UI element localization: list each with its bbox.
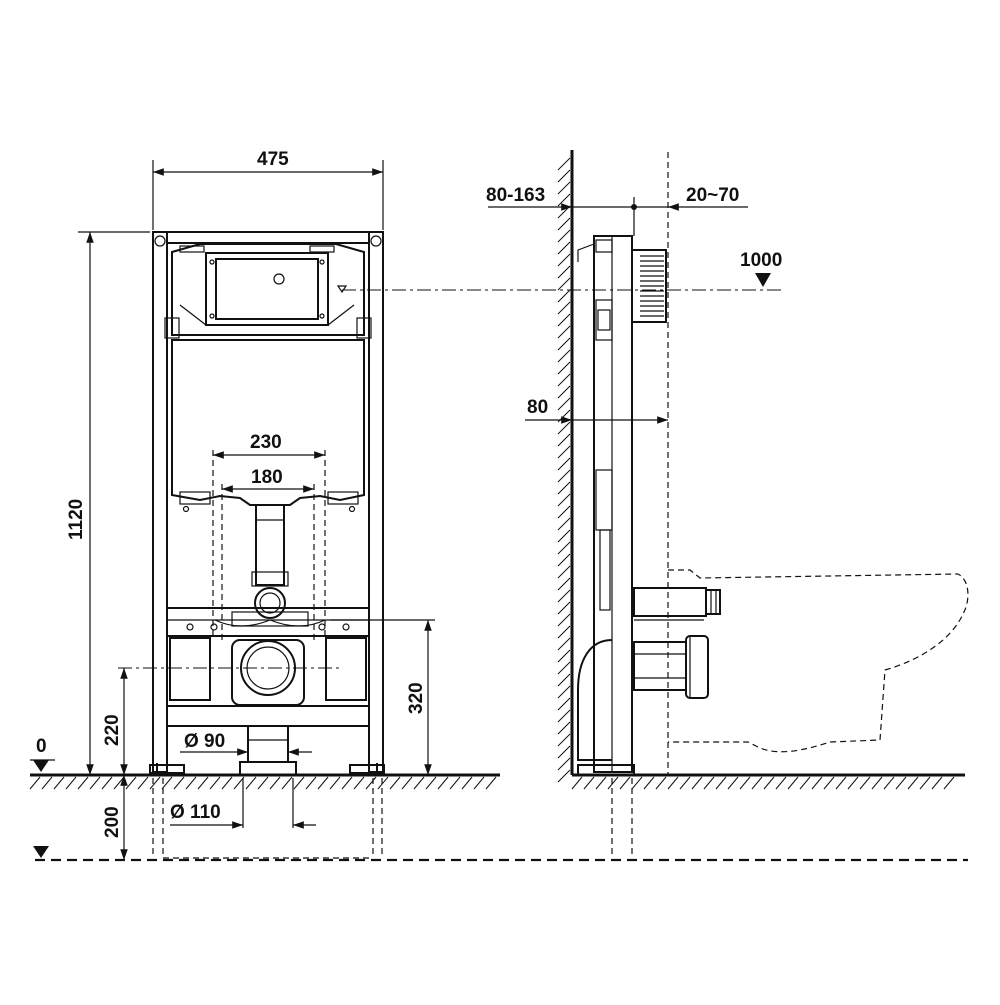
drain-connection-pipe <box>633 635 709 699</box>
dim-200-label: 200 <box>102 806 123 838</box>
side-view-frame <box>577 235 635 776</box>
dim-320: 320 <box>330 619 435 775</box>
flush-pipe <box>251 504 289 619</box>
support-blocks <box>169 637 367 701</box>
dim-80-163: 80-163 <box>486 185 637 236</box>
dim-475-label: 475 <box>257 149 289 170</box>
level-zero-marker: 0 <box>30 736 55 772</box>
dim-1120: 1120 <box>66 231 150 775</box>
dim-220-label: 220 <box>102 714 123 746</box>
floor-hatch <box>29 776 955 790</box>
level-zero-label: 0 <box>36 736 47 757</box>
side-view-hidden-lines <box>342 152 785 858</box>
water-connection-pipe <box>633 587 721 621</box>
dim-20-70: 20~70 <box>634 185 748 211</box>
dim-d90-label: Ø 90 <box>184 731 225 752</box>
drain-fitting <box>231 639 305 776</box>
dim-230-label: 230 <box>250 432 282 453</box>
front-view-hidden-lines <box>118 450 383 859</box>
dim-d110-label: Ø 110 <box>170 802 221 823</box>
dim-220: 220 <box>102 668 128 775</box>
dim-80-label: 80 <box>527 397 548 418</box>
dim-230: 230 <box>213 432 325 459</box>
sub-floor-level-marker <box>33 846 49 858</box>
flush-plate-side <box>631 249 667 323</box>
dim-475: 475 <box>152 149 384 230</box>
mounting-crossbar <box>166 607 370 727</box>
dim-180: 180 <box>222 467 314 493</box>
dim-20-70-label: 20~70 <box>686 185 739 206</box>
wc-bowl-outline <box>668 569 969 753</box>
dim-d90: Ø 90 <box>180 731 312 756</box>
dim-d110: Ø 110 <box>170 802 316 829</box>
flush-height-marker: 1000 <box>740 250 782 287</box>
dim-1120-label: 1120 <box>66 499 87 540</box>
dim-320-label: 320 <box>406 682 427 714</box>
dim-200: 200 <box>102 775 128 860</box>
dim-80-163-label: 80-163 <box>486 185 545 206</box>
cistern-tank <box>164 243 372 513</box>
dim-80: 80 <box>525 397 668 424</box>
flush-height-label: 1000 <box>740 250 782 271</box>
side-view-wall <box>557 150 574 783</box>
dim-180-label: 180 <box>251 467 283 488</box>
